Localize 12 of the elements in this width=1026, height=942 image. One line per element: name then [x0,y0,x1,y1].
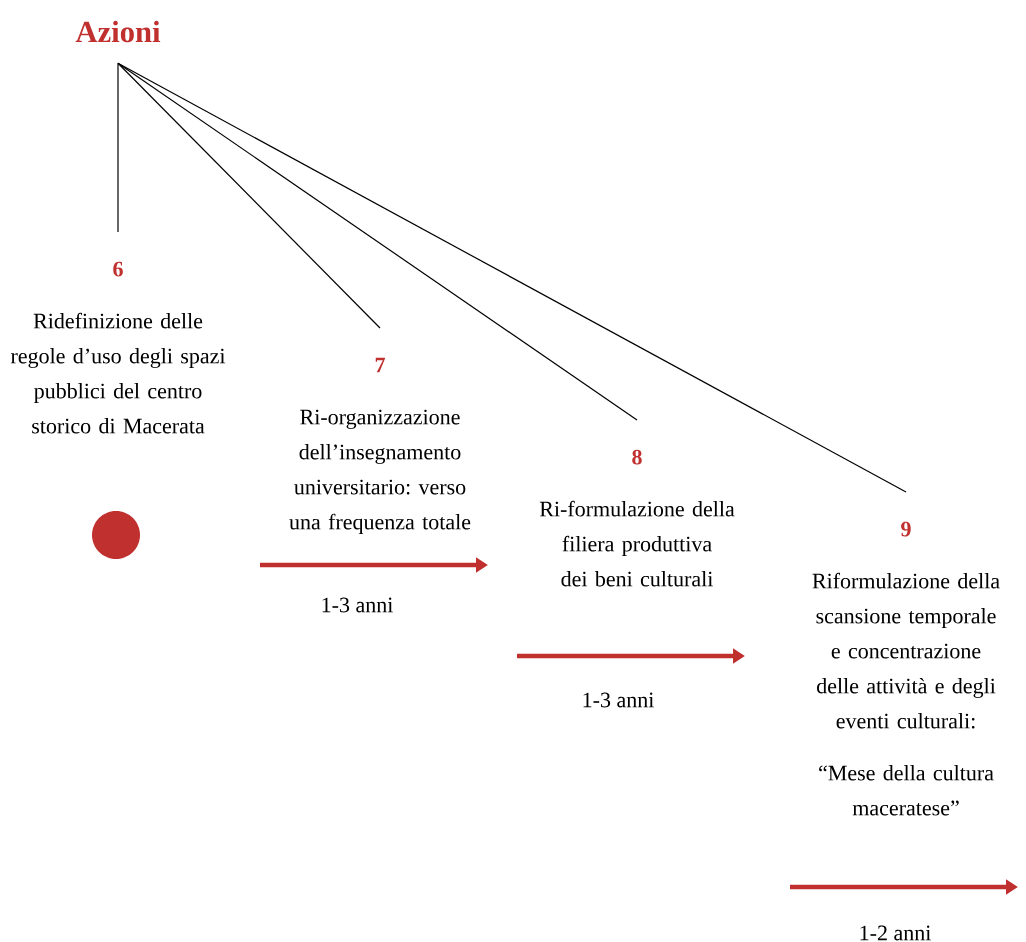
connector-line [117,62,907,493]
connector-line [117,62,638,421]
action-text: 7 Ri-organizzazione dell’insegnamento universitario: verso una frequenza totale [289,357,471,534]
action-text: 6 Ridefinizione delle regole d’uso degli spazi pubblici del centro storico di Macerata [10,261,226,434]
action-text: 9 Riformulazione della scansione temporale e concentrazione delle attività e degli eventi culturali: “Mese della cultura maceratese” [812,521,1000,816]
connector-line [117,62,381,329]
heading: Azioni [75,20,161,43]
action-text: 8 Ri-formulazione della filiera produttiva dei beni culturali [539,449,735,587]
duration-label: 1-2 anni [860,925,931,941]
duration-label: 1-3 anni [583,692,654,708]
duration-label: 1-3 anni [322,597,393,613]
connector-line [117,62,119,233]
